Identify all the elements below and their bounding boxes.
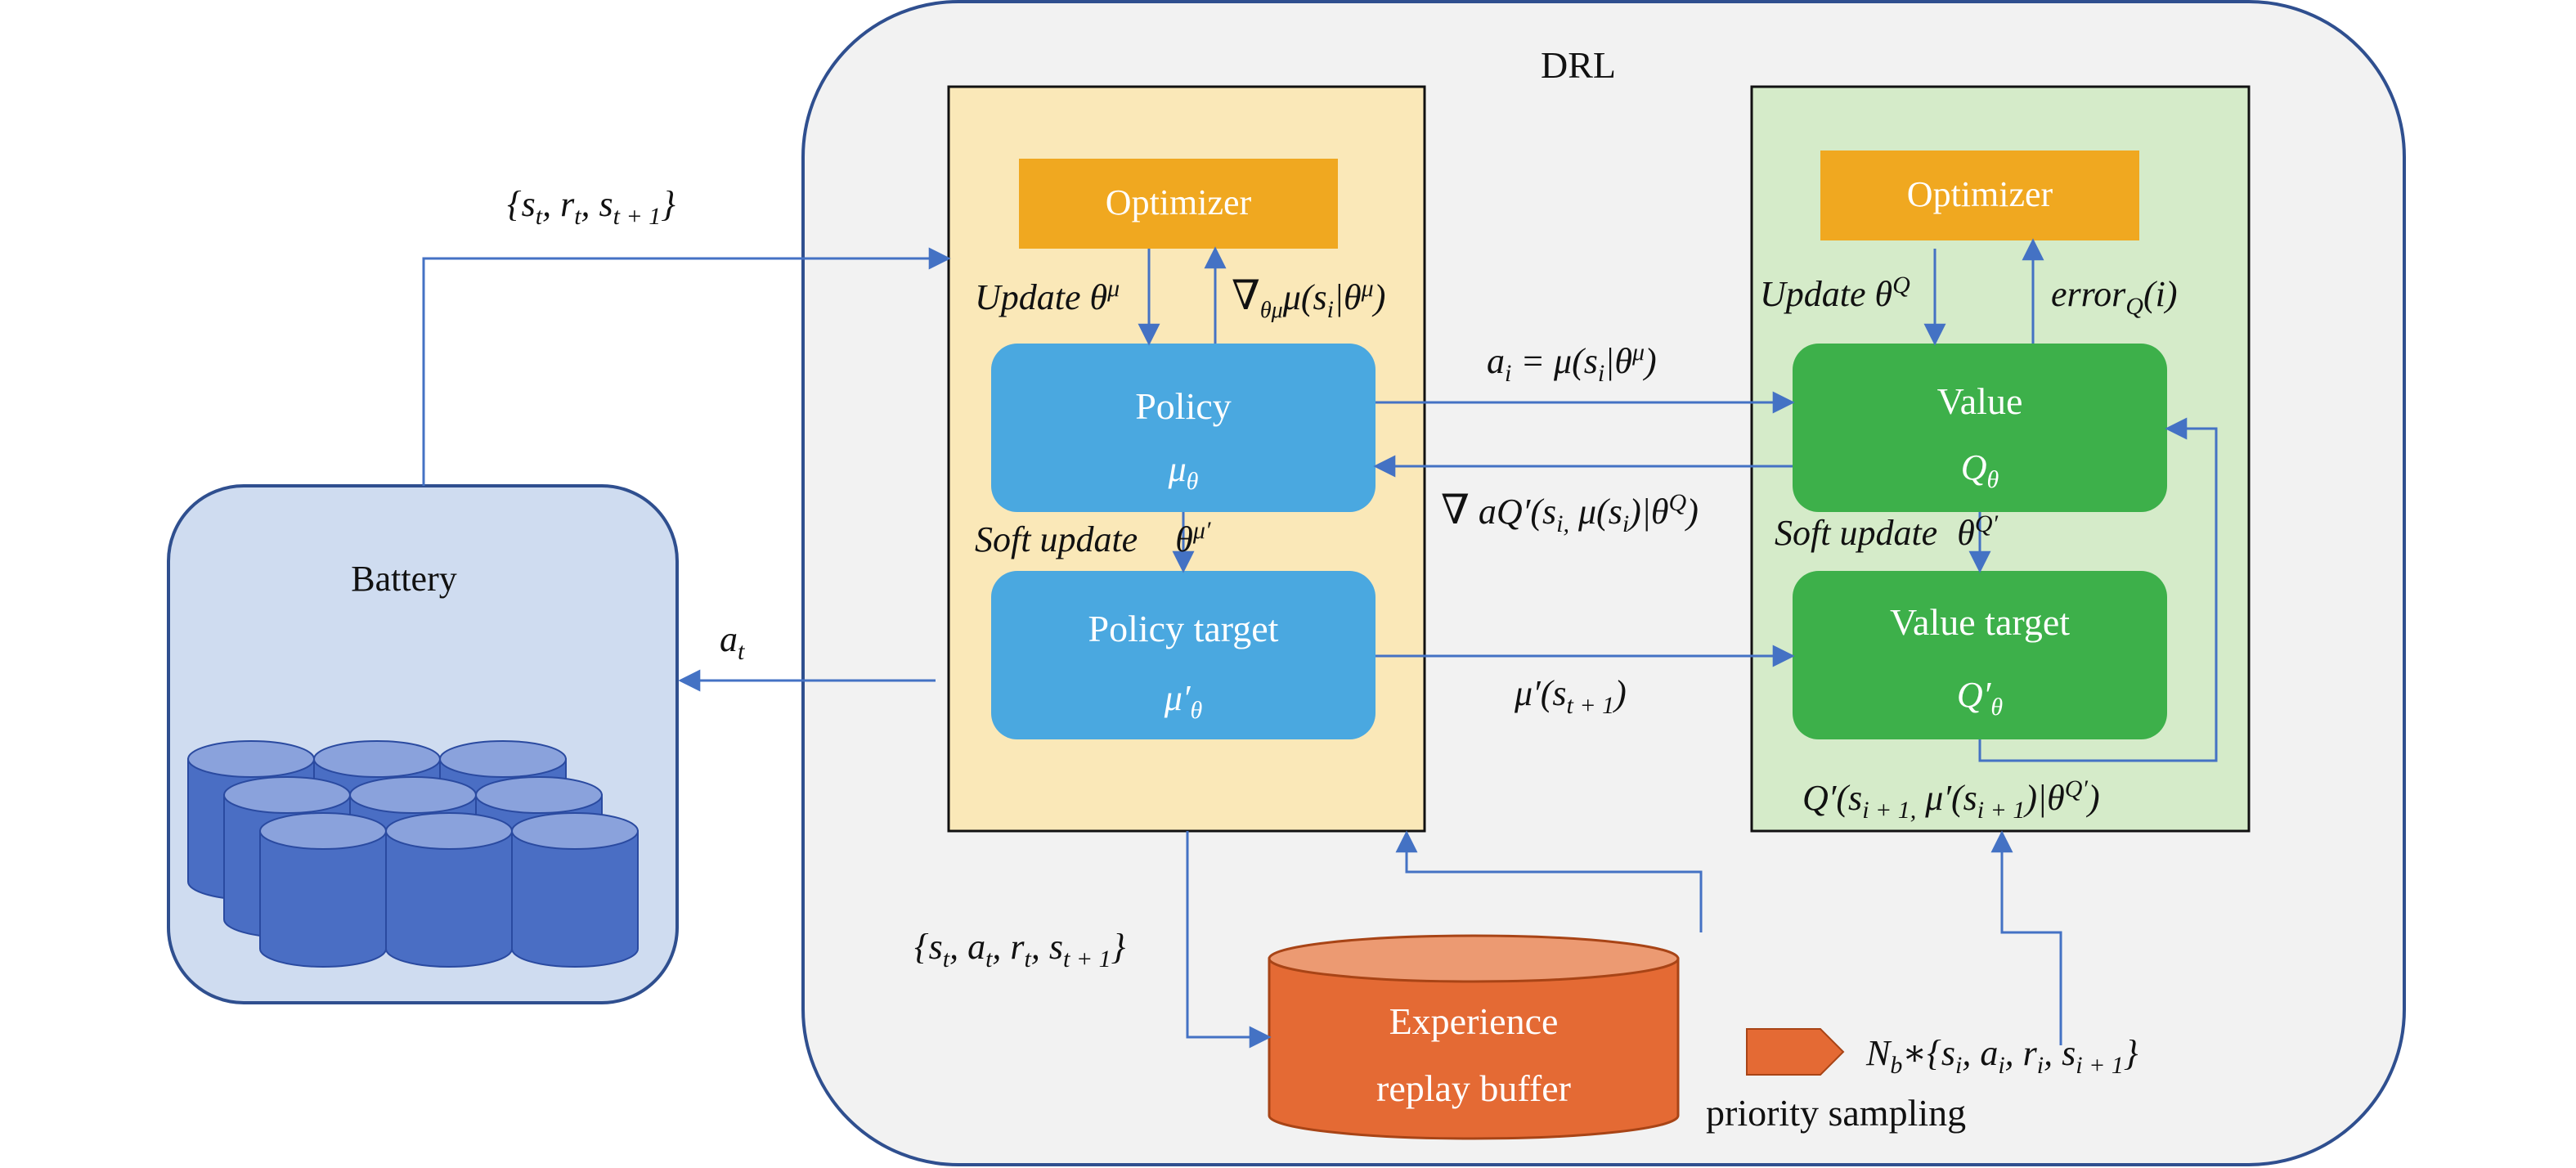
battery-cells-icon (187, 740, 639, 968)
value-target-label: Value target (1890, 601, 2070, 643)
connectors (422, 238, 2218, 1049)
policy-target-label: Policy target (1088, 608, 1279, 649)
action-label: at (720, 619, 745, 665)
policy-target-symbol: μ′θ (1164, 678, 1203, 724)
priority-sampling-label: priority sampling (1706, 1092, 1966, 1134)
sampling-label: Nb∗{si, ai, ri, si + 1} (1865, 1033, 2138, 1079)
value-optimizer-box (1820, 150, 2139, 240)
value-to-policy-label: ∇ aQ′(si, μ(si)|θQ) (1441, 487, 1699, 537)
drl-title: DRL (1541, 44, 1616, 86)
battery-cell-icon (511, 812, 639, 968)
to-buffer-label: {st, at, rt, st + 1} (914, 927, 1126, 973)
battery-cell-icon (259, 812, 387, 968)
value-update-label: Update θQ (1760, 272, 1910, 314)
policy-update-label: Update θμ (975, 275, 1120, 317)
value-box-symbol: Qθ (1961, 447, 1999, 493)
value-target-box (1793, 571, 2167, 739)
target-to-target-label: μ′(st + 1) (1514, 673, 1627, 719)
policy-optimizer-label: Optimizer (1106, 182, 1252, 222)
sampling-to-policy-arrow (1395, 830, 1703, 932)
value-target-loop-label: Q′(si + 1, μ′(si + 1)|θQ′) (1802, 775, 2100, 824)
value-error-label: errorQ(i) (2051, 274, 2177, 320)
value-box (1793, 344, 2167, 512)
sampling-to-value-arrow (1990, 830, 2062, 1045)
policy-box-label: Policy (1135, 385, 1232, 427)
battery-cell-icon (385, 812, 513, 968)
policy-box (991, 344, 1376, 512)
value-target-symbol: Q′θ (1957, 675, 2003, 721)
policy-target-box (991, 571, 1376, 739)
policy-to-value-label: ai = μ(si|θμ) (1487, 339, 1657, 387)
replay-buffer-icon (1268, 934, 1680, 1140)
battery-label: Battery (351, 559, 457, 599)
replay-buffer-line2: replay buffer (1376, 1067, 1571, 1109)
state-arrow (422, 247, 951, 486)
replay-buffer-line1: Experience (1389, 1000, 1559, 1042)
value-target-loop-arrow (1978, 417, 2218, 762)
policy-box-symbol: μθ (1168, 449, 1199, 495)
policy-gradient-label: ∇θμμ(si|θμ) (1232, 272, 1385, 323)
value-optimizer-label: Optimizer (1907, 174, 2053, 214)
policy-optimizer-box (1019, 159, 1338, 249)
to-buffer-arrow (1186, 831, 1272, 1049)
state-label: {st, rt, st + 1} (507, 184, 675, 230)
priority-sampling-icon (1746, 1028, 1845, 1076)
value-box-label: Value (1937, 380, 2023, 422)
